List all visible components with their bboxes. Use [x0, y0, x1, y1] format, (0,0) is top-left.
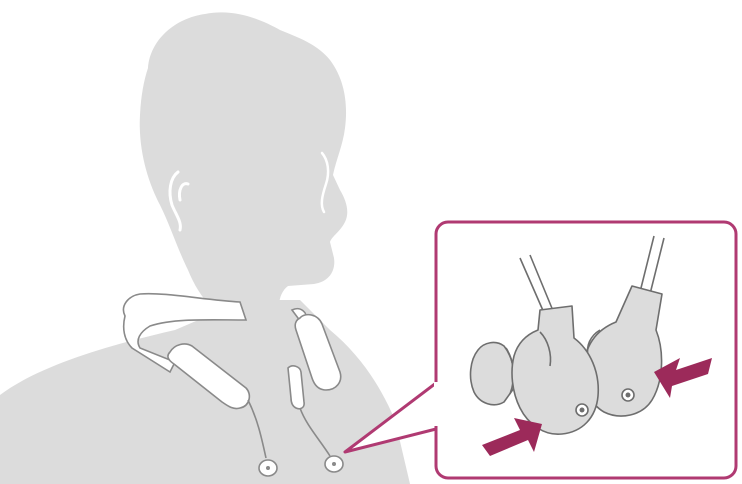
earbud-right	[583, 285, 663, 417]
ear-detail	[168, 170, 190, 232]
callout-pointer	[343, 378, 441, 454]
earbud-left-sensor-inner	[579, 407, 585, 413]
earbud-left-ridge	[539, 331, 552, 367]
press-arrow-left-icon	[482, 418, 542, 456]
person-silhouette	[0, 12, 410, 484]
earbud-right-small-dot	[332, 462, 336, 466]
earbud-left-small-dot	[266, 466, 270, 470]
pointer-mask	[434, 382, 440, 426]
earbuds-closeup	[469, 235, 665, 435]
closeup-cable-right	[639, 235, 665, 295]
neckband-left-housing	[167, 343, 251, 410]
press-arrow-right-icon	[654, 358, 712, 398]
head-shape	[139, 12, 348, 331]
neckband-headphones	[122, 292, 344, 477]
neckband-left-arm	[122, 292, 248, 374]
shoulders-shape	[0, 300, 410, 484]
earbud-left	[511, 305, 600, 435]
cable-left	[247, 399, 267, 459]
earbud-right-sensor-inner	[625, 392, 631, 398]
face-detail	[320, 151, 330, 214]
cable-right	[299, 407, 331, 457]
press-arrows	[482, 358, 712, 456]
neckband-right-housing	[294, 313, 342, 391]
control-remote	[287, 365, 305, 410]
eartip-left	[469, 341, 516, 406]
